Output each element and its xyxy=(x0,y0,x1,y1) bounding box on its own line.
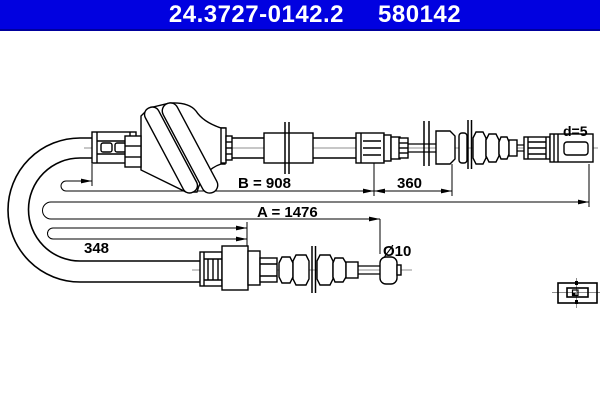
bracket-washer-4 xyxy=(311,246,317,293)
dim-348-fold xyxy=(47,227,247,240)
conduit-loop-inner xyxy=(27,157,202,262)
dim-a-fold xyxy=(42,201,589,220)
arrow-348-lower xyxy=(236,236,247,242)
arrow-360-right xyxy=(441,188,452,194)
arrow-b-left xyxy=(81,178,92,184)
dim-b-label: B = 908 xyxy=(238,175,291,192)
cable-end-o10 xyxy=(379,256,402,285)
bottom-neck xyxy=(259,257,278,283)
header-text-row: 24.3727-0142.2 580142 xyxy=(139,0,462,28)
guide-block xyxy=(435,130,456,165)
dim-348-label: 348 xyxy=(84,240,109,257)
dimension-labels: B = 908 360 A = 1476 348 Ø10 d=5 xyxy=(84,123,588,260)
dia-bottom-label: Ø10 xyxy=(383,243,411,260)
dim-360-label: 360 xyxy=(397,175,422,192)
dim-a-label: A = 1476 xyxy=(257,204,318,221)
header-bar: 24.3727-0142.2 580142 xyxy=(0,0,600,31)
arrow-a-right-end xyxy=(578,199,589,205)
eyelet-end-view-symbol xyxy=(552,278,600,308)
bottom-conduit-fitting xyxy=(199,251,223,287)
bottom-cable-assembly xyxy=(199,245,402,293)
bottom-inner-cable xyxy=(358,265,380,275)
arrow-360-left xyxy=(374,188,385,194)
dimension-lines xyxy=(42,163,590,254)
grommet-boot xyxy=(124,102,233,194)
bracket-washer-2 xyxy=(423,121,430,166)
bracket-washer-3 xyxy=(467,120,473,169)
cable-loop xyxy=(7,137,202,283)
top-bellows xyxy=(458,131,518,165)
symbol-pin-dot xyxy=(573,293,576,296)
bottom-bellows xyxy=(278,254,359,286)
threaded-fitting xyxy=(355,132,401,164)
arrow-a-bottom-end xyxy=(369,216,380,222)
boot-band-front xyxy=(161,102,219,194)
dia-top-label: d=5 xyxy=(563,123,588,139)
conduit-loop-outer xyxy=(7,137,202,283)
boot-end-plate xyxy=(220,127,233,164)
part-number: 24.3727-0142.2 xyxy=(168,0,345,28)
top-cable-assembly xyxy=(91,102,594,194)
symbol-inner-rect xyxy=(566,287,589,298)
bottom-block xyxy=(221,245,261,291)
arrow-b-right xyxy=(363,188,374,194)
bracket-washer-1 xyxy=(284,122,290,174)
splined-sleeve xyxy=(398,137,409,159)
dimension-arrowheads xyxy=(81,178,589,242)
arrow-348-upper xyxy=(236,225,247,231)
eyelet-d5 xyxy=(549,133,594,163)
eyelet-sleeve xyxy=(523,136,551,160)
boot-collar xyxy=(124,135,142,168)
boot-band-rear xyxy=(143,106,199,194)
catalog-number: 580142 xyxy=(378,0,462,28)
dim-b-fold xyxy=(60,180,374,192)
